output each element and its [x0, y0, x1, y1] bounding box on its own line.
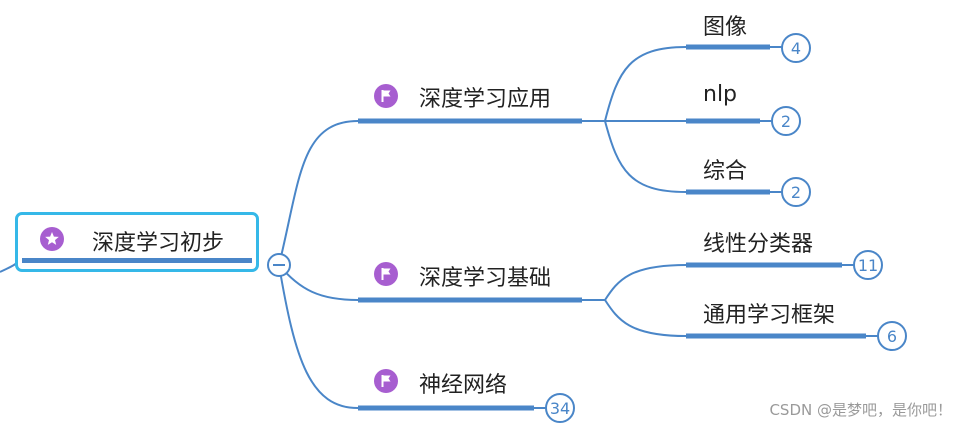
connector-root-to-branch-3 [278, 264, 359, 409]
count-badge[interactable]: 11 [853, 250, 883, 280]
star-icon [40, 227, 64, 255]
flag-icon [374, 84, 398, 112]
count-badge[interactable]: 2 [771, 106, 801, 136]
collapse-toggle-button[interactable] [267, 253, 291, 277]
subtopic-label[interactable]: 线性分类器 [703, 232, 814, 257]
connector-b2-child-1 [582, 264, 687, 301]
watermark: CSDN @是梦吧，是你吧！ [769, 401, 952, 419]
count-badge[interactable]: 34 [545, 393, 575, 423]
subtopic-label[interactable]: 综合 [703, 159, 748, 184]
count-badge[interactable]: 2 [781, 177, 811, 207]
subtopic-label[interactable]: 通用学习框架 [703, 303, 836, 328]
connector-b2-child-2 [604, 299, 687, 337]
connector-b1-child-3 [604, 120, 687, 193]
branch-topic-label[interactable]: 深度学习基础 [419, 266, 552, 291]
count-badge[interactable]: 4 [781, 33, 811, 63]
flag-icon [374, 369, 398, 397]
flag-icon [374, 262, 398, 290]
connector-root-to-branch-1 [278, 120, 359, 266]
root-underline [22, 258, 252, 263]
connector-b1-child-1 [582, 46, 687, 122]
subtopic-label[interactable]: nlp [703, 82, 738, 107]
connector-root-to-branch-2 [278, 264, 359, 301]
root-topic[interactable]: 深度学习初步 [15, 212, 259, 272]
subtopic-label[interactable]: 图像 [703, 15, 748, 40]
branch-topic-label[interactable]: 深度学习应用 [419, 87, 552, 112]
branch-topic-label[interactable]: 神经网络 [419, 373, 508, 398]
count-badge[interactable]: 6 [877, 321, 907, 351]
root-topic-label: 深度学习初步 [92, 231, 225, 256]
